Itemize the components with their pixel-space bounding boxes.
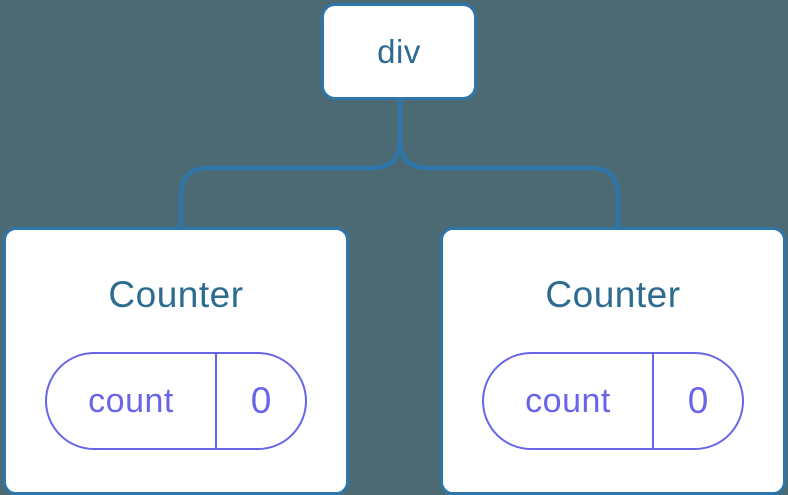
state-pill: count 0 bbox=[482, 352, 744, 450]
counter-title: Counter bbox=[545, 274, 681, 315]
connector-branch-left bbox=[178, 137, 403, 231]
root-node-label: div bbox=[377, 32, 421, 70]
connector-branch-right bbox=[397, 137, 621, 231]
state-value-label: 0 bbox=[687, 380, 709, 421]
state-key-label: count bbox=[525, 381, 611, 420]
counter-title: Counter bbox=[108, 274, 244, 315]
state-value-label: 0 bbox=[250, 380, 272, 421]
root-node-div: div bbox=[321, 3, 477, 100]
state-key-cell: count bbox=[484, 354, 654, 448]
state-key-cell: count bbox=[47, 354, 217, 448]
state-value-cell: 0 bbox=[217, 354, 305, 448]
state-key-label: count bbox=[88, 381, 174, 420]
counter-node-left: Counter count 0 bbox=[3, 227, 349, 495]
counter-node-right: Counter count 0 bbox=[440, 227, 786, 495]
state-pill: count 0 bbox=[45, 352, 307, 450]
state-value-cell: 0 bbox=[654, 354, 742, 448]
